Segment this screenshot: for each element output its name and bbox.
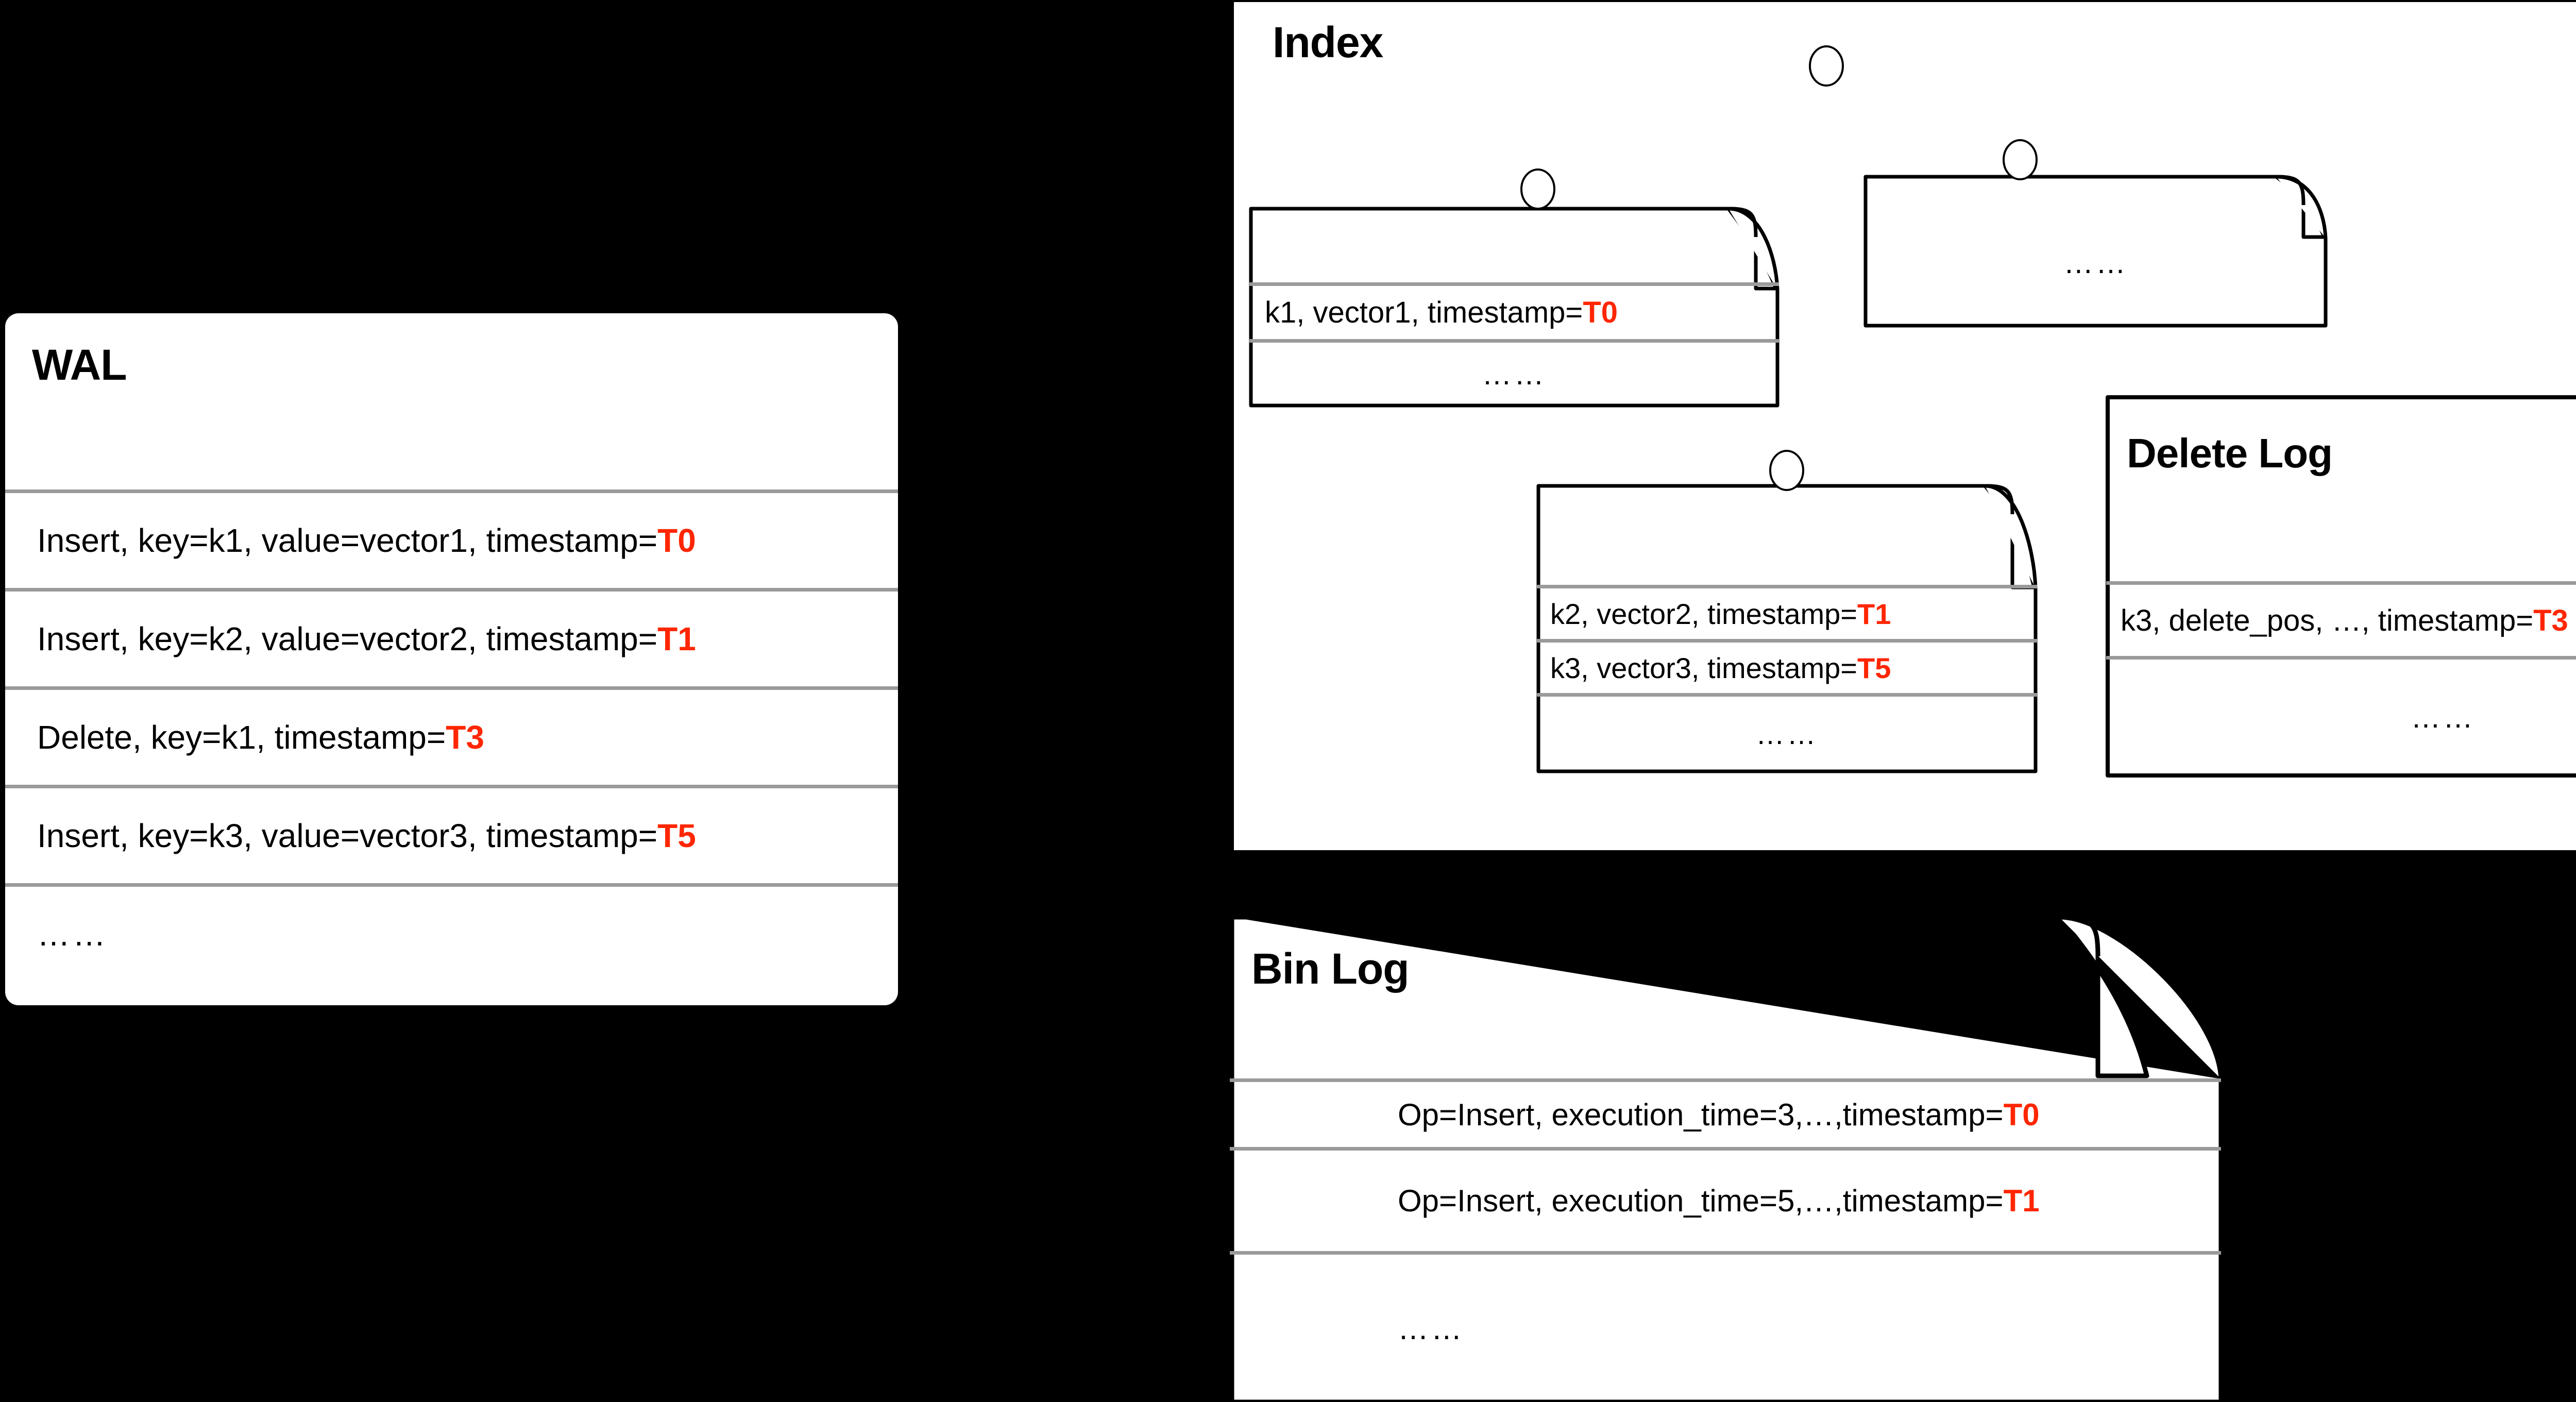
delete-log-row-0: k3, delete_pos, …, timestamp=T3 [2106,581,2576,656]
wal-row-3-timestamp: T5 [657,817,696,854]
wal-row-1-text: Insert, key=k2, value=vector2, timestamp… [37,620,658,657]
leaf-card-k2-k3-row-1-text: k3, vector3, timestamp= [1550,651,1858,684]
bin-log-row-0-timestamp: T0 [2003,1097,2040,1132]
wal-row-3: Insert, key=k3, value=vector3, timestamp… [5,785,898,883]
wal-panel [5,313,898,1005]
leaf-card-k1-row-0-timestamp: T0 [1583,296,1618,329]
leaf-card-k2-k3-row-1: k3, vector3, timestamp=T5 [1537,639,2037,693]
leaf-card-k2-k3-row-2-text: …… [1756,718,1818,750]
bin-log-title: Bin Log [1251,944,1410,993]
leaf-card-ellipsis-row-0: …… [1864,242,2328,283]
bin-log-row-0: Op=Insert, execution_time=3,…,timestamp=… [1230,1078,2221,1147]
leaf-card-k1-row-1: …… [1249,339,1779,406]
wal-row-1: Insert, key=k2, value=vector2, timestamp… [5,588,898,686]
leaf-card-ellipsis-row-0-text: …… [2063,246,2128,280]
wal-row-2: Delete, key=k1, timestamp=T3 [5,686,898,785]
wal-row-2-timestamp: T3 [446,719,484,756]
leaf-card-k2-k3-row-2: …… [1537,693,2037,771]
wal-title: WAL [32,341,127,389]
bin-log-card: Bin Log Op=Insert, execution_time=3,…,ti… [1229,915,2224,1402]
delete-log-row-1-text: …… [2411,701,2476,734]
wal-row-0-timestamp: T0 [657,522,696,559]
leaf-card-k2-k3-row-0-text: k2, vector2, timestamp= [1550,597,1858,630]
leaf-card-k1-row-0-text: k1, vector1, timestamp= [1265,296,1583,329]
wal-row-3-text: Insert, key=k3, value=vector3, timestamp… [37,817,658,854]
wal-row-1-timestamp: T1 [657,620,696,657]
wal-row-2-text: Delete, key=k1, timestamp= [37,719,446,756]
leaf-card-k2-k3: k2, vector2, timestamp=T1 k3, vector3, t… [1536,484,2038,773]
wal-row-0-text: Insert, key=k1, value=vector1, timestamp… [37,522,658,559]
bin-log-row-2: …… [1230,1251,2221,1402]
delete-log-row-0-text: k3, delete_pos, …, timestamp= [2121,603,2534,637]
delete-log-row-1: …… [2106,656,2576,775]
wal-row-4: …… [5,883,898,982]
leaf-card-k1-row-1-text: …… [1482,357,1547,391]
index-title: Index [1273,18,1383,66]
leaf-card-k2-k3-row-0: k2, vector2, timestamp=T1 [1537,585,2037,639]
delete-log-card: Delete Log k3, delete_pos, …, timestamp=… [2106,395,2576,778]
delete-log-row-0-timestamp: T3 [2533,603,2568,637]
leaf-card-k2-k3-row-0-timestamp: T1 [1857,597,1891,630]
leaf-card-ellipsis: …… [1863,175,2328,328]
bin-log-row-1: Op=Insert, execution_time=5,…,timestamp=… [1230,1147,2221,1251]
wal-row-0: Insert, key=k1, value=vector1, timestamp… [5,489,898,588]
leaf-card-k1-row-0: k1, vector1, timestamp=T0 [1249,282,1779,339]
delete-log-title: Delete Log [2127,430,2333,476]
bin-log-row-1-timestamp: T1 [2003,1184,2040,1218]
bin-log-row-0-text: Op=Insert, execution_time=3,…,timestamp= [1398,1097,2004,1132]
bin-log-row-1-text: Op=Insert, execution_time=5,…,timestamp= [1398,1184,2004,1218]
leaf-card-k2-k3-row-1-timestamp: T5 [1857,651,1891,684]
leaf-card-k1: k1, vector1, timestamp=T0 …… [1249,207,1780,408]
wal-row-4-text: …… [37,916,109,953]
bin-log-row-2-text: …… [1398,1311,1465,1346]
